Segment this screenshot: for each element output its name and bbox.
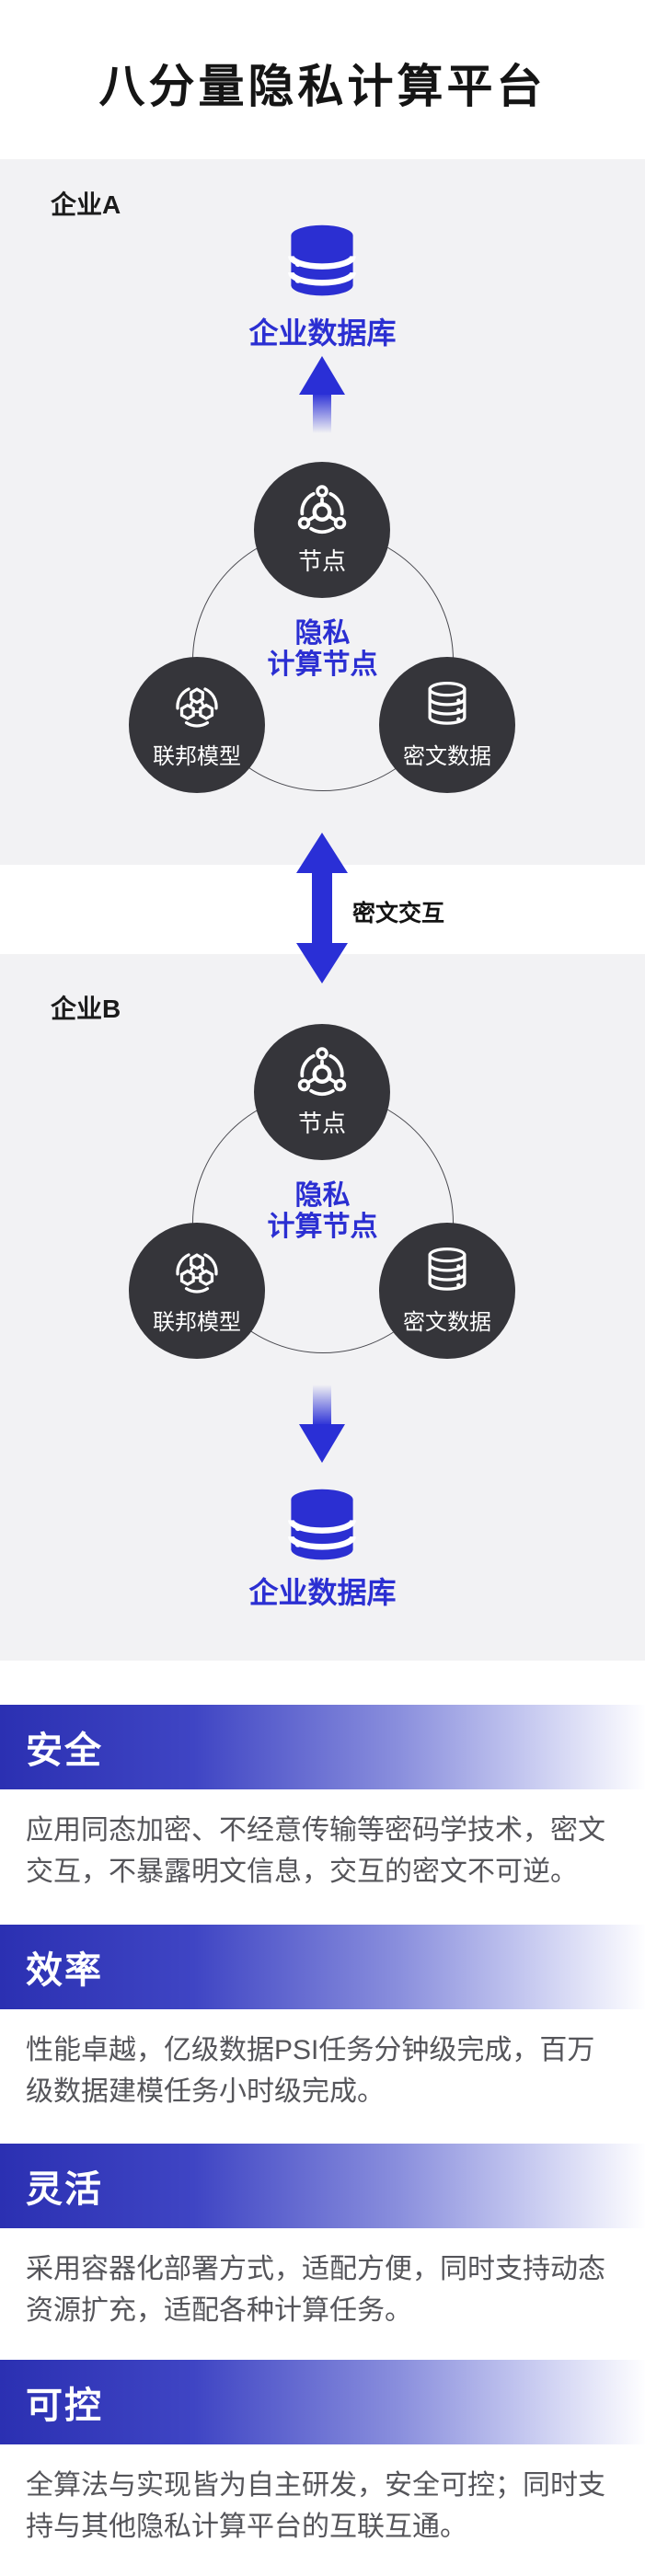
feature-title: 安全	[26, 1731, 103, 1771]
node-network-icon	[294, 1045, 350, 1100]
feature-body-controllability: 全算法与实现皆为自主研发，安全可控；同时支持与其他隐私计算平台的互联互通。	[26, 2470, 605, 2542]
node-circle-left: 联邦模型	[129, 1223, 265, 1359]
node-left-label: 联邦模型	[153, 744, 241, 769]
enterprise-b-section: 企业B 节点	[0, 954, 645, 1661]
node-top-label: 节点	[297, 547, 346, 575]
feature-body-flexibility: 采用容器化部署方式，适配方便，同时支持动态资源扩充，适配各种计算任务。	[26, 2254, 605, 2326]
enterprise-b-label: 企业B	[51, 995, 121, 1023]
node-circle-left: 联邦模型	[129, 657, 265, 793]
cluster-center-label: 隐私 计算节点	[267, 1180, 378, 1242]
feature-body-security: 应用同态加密、不经意传输等密码学技术，密文交互，不暴露明文信息，交互的密文不可逆…	[26, 1815, 605, 1887]
enterprise-a-section: 企业A 企业数据库	[0, 159, 645, 865]
feature-header-flexibility: 灵活	[0, 2144, 645, 2228]
arrow-up-icon	[299, 356, 345, 433]
node-circle-right: 密文数据	[379, 1223, 515, 1359]
node-circle-right: 密文数据	[379, 657, 515, 793]
cluster-center-label: 隐私 计算节点	[267, 618, 378, 680]
feature-header-efficiency: 效率	[0, 1925, 645, 2009]
database-solid-icon	[283, 220, 361, 303]
node-right-label: 密文数据	[403, 744, 491, 769]
federated-model-icon	[170, 1246, 224, 1299]
feature-header-controllability: 可控	[0, 2360, 645, 2444]
node-network-icon	[294, 483, 350, 538]
cipher-database-icon	[420, 1246, 474, 1299]
exchange-label: 密文交互	[352, 901, 445, 926]
cipher-database-icon	[420, 680, 474, 733]
federated-model-icon	[170, 680, 224, 733]
double-arrow-vertical-icon	[296, 833, 348, 983]
node-left-label: 联邦模型	[153, 1310, 241, 1335]
node-circle-top: 节点	[254, 462, 390, 598]
node-circle-top: 节点	[254, 1024, 390, 1160]
feature-title: 灵活	[26, 2169, 103, 2210]
feature-title: 可控	[26, 2386, 103, 2426]
feature-title: 效率	[26, 1950, 103, 1991]
enterprise-a-database-label: 企业数据库	[248, 316, 397, 350]
node-top-label: 节点	[297, 1110, 346, 1137]
node-right-label: 密文数据	[403, 1310, 491, 1335]
arrow-down-icon	[299, 1385, 345, 1463]
page-title: 八分量隐私计算平台	[98, 61, 547, 112]
enterprise-b-database-label: 企业数据库	[248, 1576, 397, 1609]
database-solid-icon	[283, 1484, 361, 1567]
feature-header-security: 安全	[0, 1705, 645, 1789]
enterprise-a-label: 企业A	[51, 190, 121, 219]
feature-body-efficiency: 性能卓越，亿级数据PSI任务分钟级完成，百万级数据建模任务小时级完成。	[26, 2035, 595, 2107]
